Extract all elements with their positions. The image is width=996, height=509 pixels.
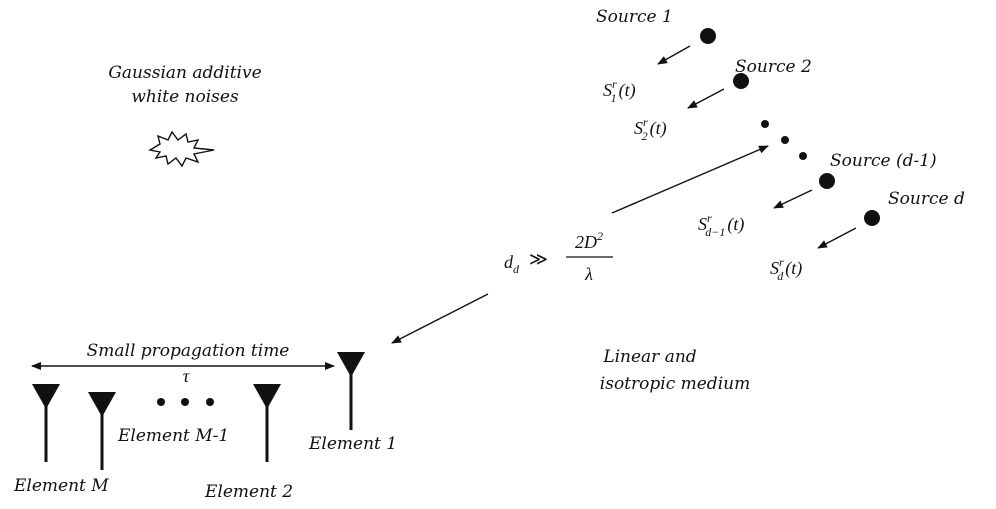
distance-lhs: dd — [504, 252, 520, 276]
far-field-arrow-to-array — [391, 293, 489, 344]
medium-line1: Linear and — [602, 347, 696, 367]
element-m-1-label: Element M-1 — [117, 426, 229, 446]
distance-numerator: 2D2 — [575, 229, 603, 252]
far-field-condition: dd ≫ 2D2 λ — [504, 229, 613, 284]
ellipsis-dots-elements — [157, 398, 214, 406]
source-d-1-arrow — [773, 189, 813, 209]
medium-line2: isotropic medium — [600, 374, 750, 394]
source-2-label: Source 2 — [735, 57, 812, 77]
source-d-1-label: Source (d-1) — [830, 151, 937, 171]
element-1-antenna-icon — [337, 352, 365, 430]
element-m-antenna-icon — [32, 384, 60, 462]
noise-label-line2: white noises — [131, 87, 239, 107]
source-2-arrow — [687, 88, 725, 109]
source-2-dot — [733, 73, 749, 89]
noise-label-line1: Gaussian additive — [108, 63, 261, 83]
source-1-arrow — [657, 45, 691, 65]
source-d-arrow — [817, 227, 857, 249]
ellipsis-dots-sources — [761, 120, 807, 160]
propagation-tau: τ — [183, 366, 190, 386]
source-d-1-dot — [819, 173, 835, 189]
distance-relation: ≫ — [529, 249, 548, 269]
element-m-label: Element M — [13, 476, 109, 496]
element-1-label: Element 1 — [308, 434, 397, 454]
source-d-label: Source d — [888, 189, 965, 209]
distance-denominator: λ — [584, 264, 593, 284]
element-2-label: Element 2 — [204, 482, 293, 502]
source-1-dot — [700, 28, 716, 44]
propagation-label: Small propagation time — [87, 341, 290, 361]
element-m-1-antenna-icon — [88, 392, 116, 470]
element-2-antenna-icon — [253, 384, 281, 462]
noise-burst-icon — [148, 130, 215, 168]
far-field-arrow-to-sources — [611, 145, 769, 214]
source-1-label: Source 1 — [596, 7, 673, 27]
source-d-dot — [864, 210, 880, 226]
